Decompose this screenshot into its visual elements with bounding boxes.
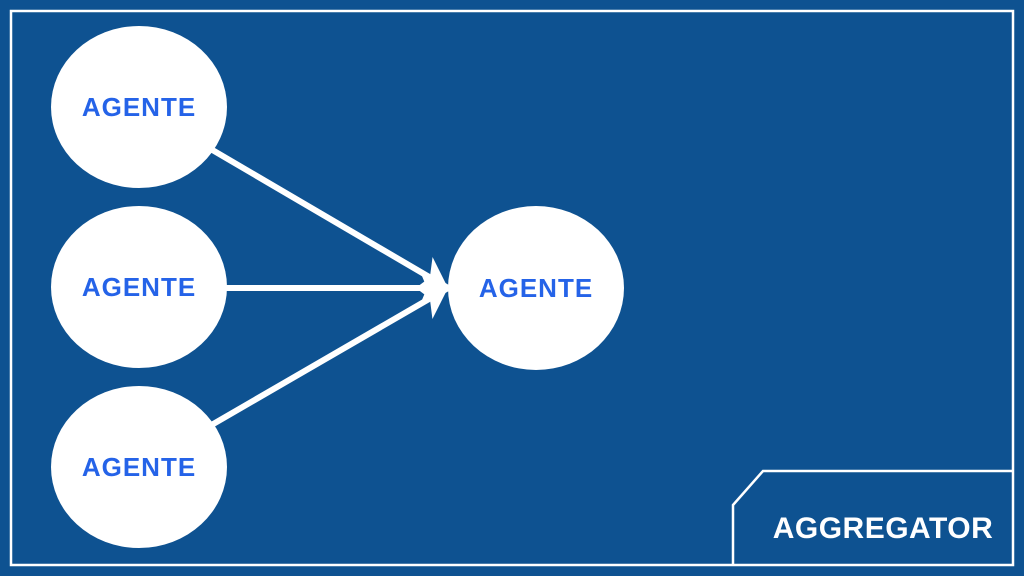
nodes: AGENTE AGENTE AGENTE AGENTE	[51, 26, 624, 548]
arrowhead-top	[413, 256, 448, 290]
aggregator-box	[731, 469, 1012, 564]
frame-border	[9, 9, 1015, 567]
agent-node-bottom-label: AGENTE	[82, 452, 196, 482]
aggregator-label: AGGREGATOR	[773, 512, 994, 545]
agent-node-top	[51, 26, 227, 188]
arrowhead-bottom	[413, 286, 448, 319]
agent-node-bottom	[51, 386, 227, 548]
agent-node-top-label: AGENTE	[82, 92, 196, 122]
agent-node-center-label: AGENTE	[479, 273, 593, 303]
agent-node-middle	[51, 206, 227, 368]
agent-node-center	[448, 206, 624, 370]
agent-node-middle-label: AGENTE	[82, 272, 196, 302]
